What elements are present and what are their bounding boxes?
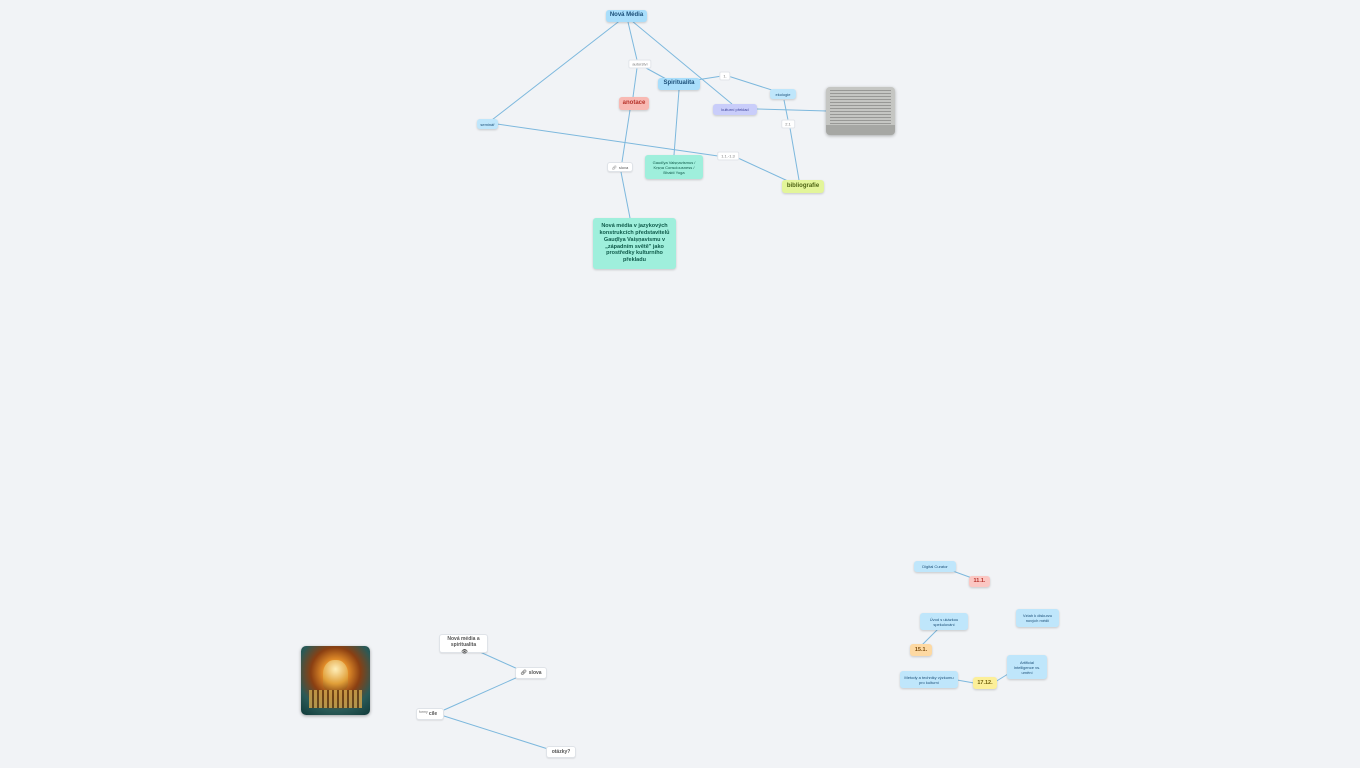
node-metody[interactable]: Metody a techniky výzkumu pro kulturní <box>900 671 958 688</box>
node-bibliografie[interactable]: bibliografie <box>782 180 824 193</box>
node-uvod[interactable]: Úvod s ukázkou spekulování <box>920 613 968 630</box>
link-icon: 🔗︎ <box>520 669 527 676</box>
node-date-17-12[interactable]: 17.12. <box>973 677 997 689</box>
edge-seminar-label-c <box>496 123 719 157</box>
edge-label-autorstvi: autorství <box>628 59 652 69</box>
node-nms-label: Nová média a spiritualita <box>447 636 480 649</box>
edge-spiritualita-gaudiya <box>673 89 680 156</box>
node-slova-top[interactable]: 🔗︎ slova <box>607 162 633 172</box>
node-cile[interactable]: formy cíle <box>416 708 444 720</box>
node-artificial[interactable]: Artificial Intelligence vs. umění <box>1007 655 1047 679</box>
edge-nova-media-seminar <box>487 18 623 124</box>
node-kulturni-preklad[interactable]: kulturní překlad <box>713 104 757 115</box>
edge-label-1: 1. <box>719 71 731 81</box>
node-slova-top-label: slova <box>618 164 629 170</box>
edge-nova-media-label-a <box>627 21 638 61</box>
node-otazky[interactable]: otázky? <box>546 746 576 758</box>
node-nova-media[interactable]: Nová Média <box>606 10 647 22</box>
edge-nms-slova <box>479 651 521 671</box>
link-icon: 🔗︎ <box>611 164 617 170</box>
edge-label-2-1: 2.1 <box>781 119 795 129</box>
node-main-topic[interactable]: Nová média v jazykových konstrukcích pře… <box>593 218 676 269</box>
edge-label-d-bibliografie <box>789 127 800 181</box>
node-gaudiya[interactable]: Gaudīya Vaiṣṇavismus / Kṛṣṇa Consciousne… <box>645 155 703 179</box>
edge-cile-otazky <box>443 715 549 750</box>
edge-label-formy: formy <box>419 710 428 714</box>
node-vztah[interactable]: Vztah k diskurzu nových médií <box>1016 609 1059 627</box>
node-date-11-1[interactable]: 11.1. <box>969 576 990 587</box>
edge-uvod-date15 <box>921 628 939 646</box>
node-date-15-1[interactable]: 15.1. <box>910 644 932 656</box>
edge-metody-date17 <box>956 679 975 684</box>
edge-slova-cile <box>443 676 519 711</box>
edge-kulturni-scan <box>756 108 828 112</box>
node-slova-bottom[interactable]: 🔗︎ slova <box>515 667 547 679</box>
node-slova-bottom-label: slova <box>528 669 542 676</box>
node-digital-curator[interactable]: Digital Curator <box>914 561 956 572</box>
scanned-text-page-thumbnail[interactable] <box>826 87 895 135</box>
edge-label-1-1-1-3: 1.1.-1.3 <box>717 151 739 161</box>
edge-slova-main <box>620 171 631 219</box>
node-anotace[interactable]: anotace <box>619 97 649 110</box>
edge-anotace-slova <box>621 109 631 163</box>
node-seminar[interactable]: seminář <box>477 119 498 129</box>
golden-deity-artwork-thumbnail[interactable] <box>301 646 370 715</box>
node-nova-media-a-spiritualita[interactable]: Nová média a spiritualita 👁︎ <box>439 634 488 655</box>
eye-icon[interactable]: 👁︎ <box>461 648 468 655</box>
edge-ekologie-label-d <box>783 99 789 121</box>
node-ekologie[interactable]: ekologie <box>770 89 796 99</box>
edge-label-c-bibliografie <box>737 157 791 183</box>
edge-label-a-anotace <box>632 67 638 98</box>
node-cile-label: cíle <box>428 710 438 717</box>
edge-label-b-ekologie <box>727 75 776 92</box>
node-spiritualita[interactable]: Spiritualita <box>658 78 700 90</box>
